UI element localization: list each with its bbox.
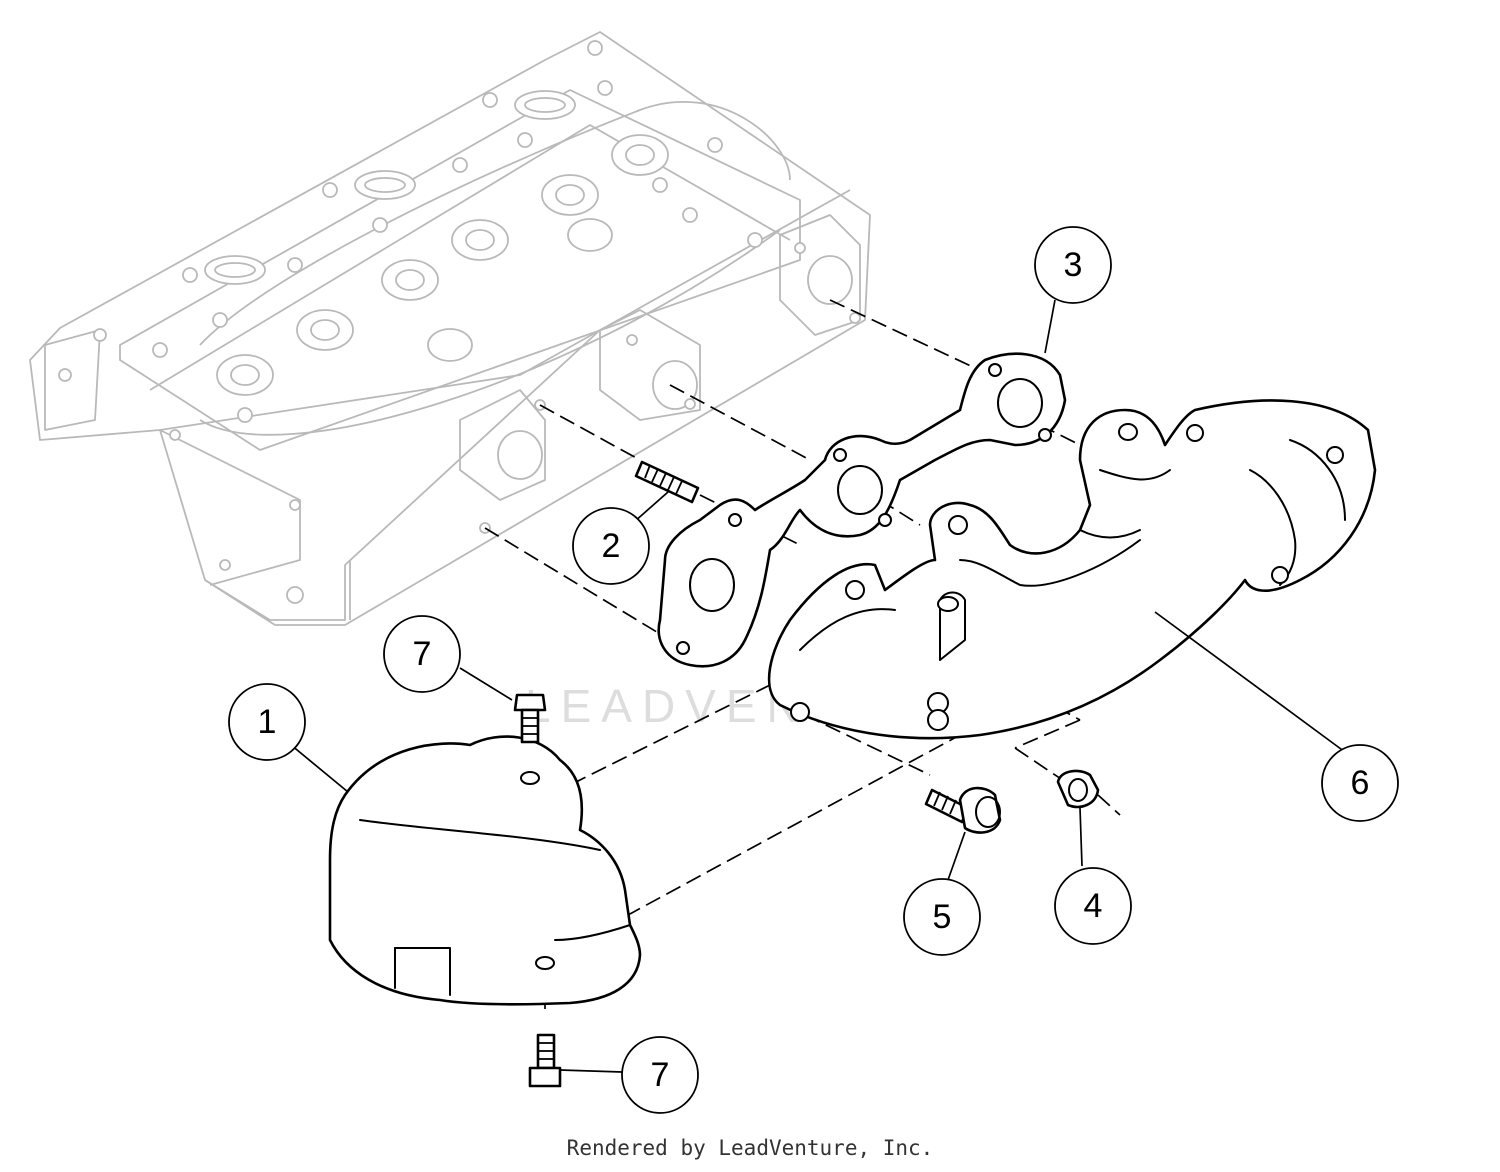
callout-3: 3 (1034, 226, 1112, 304)
callout-5: 5 (903, 878, 981, 956)
callout-2: 2 (572, 507, 650, 585)
callout-label: 6 (1351, 764, 1370, 802)
callout-label: 3 (1064, 246, 1083, 284)
callout-1: 1 (228, 683, 306, 761)
callout-label: 2 (602, 527, 621, 565)
bolt-upper (513, 693, 547, 744)
callout-label: 7 (413, 635, 432, 673)
exhaust-gasket (657, 352, 1067, 668)
callout-4: 4 (1054, 867, 1132, 945)
callout-label: 5 (933, 898, 952, 936)
flange-nut (1056, 769, 1121, 816)
footer-credit: Rendered by LeadVenture, Inc. (566, 1136, 934, 1160)
stud (634, 460, 700, 504)
flange-bolt (924, 786, 1002, 834)
bolt-lower (528, 1033, 562, 1088)
exhaust-manifold (767, 399, 1377, 740)
callout-label: 7 (651, 1056, 670, 1094)
callout-label: 1 (258, 703, 277, 741)
callout-7-upper: 7 (383, 615, 461, 693)
callout-6: 6 (1321, 744, 1399, 822)
cylinder-head (29, 31, 871, 626)
callout-7-lower: 7 (621, 1036, 699, 1114)
callout-label: 4 (1084, 887, 1103, 925)
heat-shield (328, 735, 642, 1006)
